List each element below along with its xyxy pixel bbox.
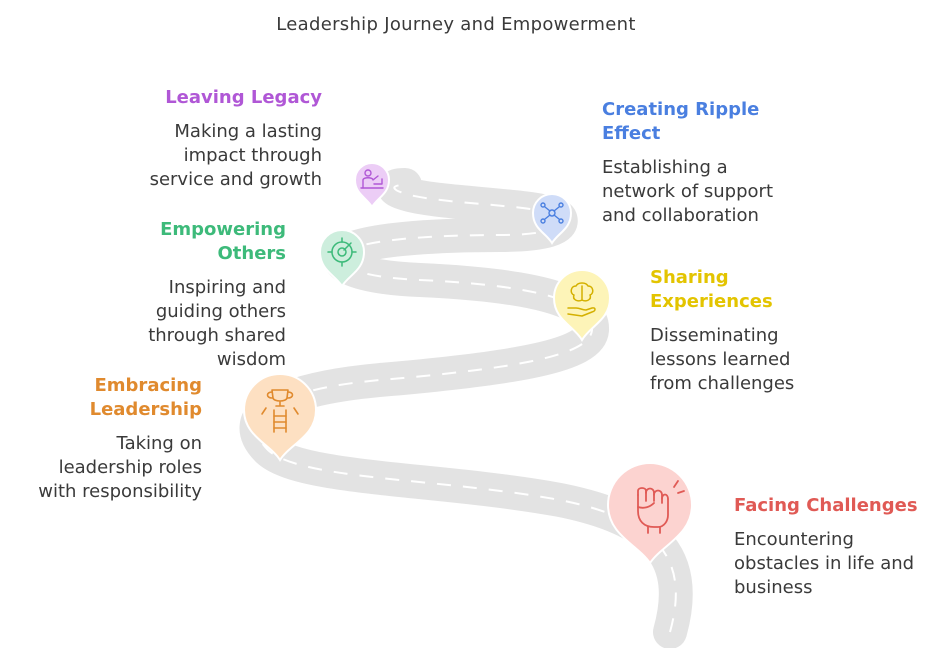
diagram-title: Leadership Journey and Empowerment — [276, 14, 636, 35]
stage-description: Establishing a network of support and co… — [602, 157, 773, 226]
brain-hand-icon — [567, 282, 596, 317]
stage-sharing-experiences: Sharing Experiences Disseminating lesson… — [650, 266, 820, 396]
stage-heading: Facing Challenges — [734, 495, 918, 516]
stage-description: Encountering obstacles in life and busin… — [734, 529, 915, 598]
stage-description: Making a lasting impact through service … — [149, 121, 322, 190]
marker-sharing-experiences — [552, 269, 612, 343]
road-center-line — [255, 184, 677, 633]
stage-heading: Sharing Experiences — [650, 267, 773, 312]
mentor-icon — [360, 169, 384, 189]
stage-description: Inspiring and guiding others through sha… — [148, 277, 286, 370]
network-icon — [540, 202, 564, 224]
stage-facing-challenges: Facing Challenges Encountering obstacles… — [734, 494, 924, 600]
stage-heading: Embracing Leadership — [89, 375, 202, 420]
marker-creating-ripple-effect — [531, 193, 573, 245]
stage-creating-ripple-effect: Creating Ripple Effect Establishing a ne… — [602, 98, 802, 228]
stage-heading: Empowering Others — [160, 219, 286, 264]
marker-embracing-leadership — [242, 373, 318, 462]
stage-empowering-others: Empowering Others Inspiring and guiding … — [126, 218, 286, 372]
stage-description: Taking on leadership roles with responsi… — [38, 433, 202, 502]
stage-description: Disseminating lessons learned from chall… — [650, 325, 795, 394]
marker-leaving-legacy — [353, 162, 391, 210]
marker-facing-challenges — [606, 462, 694, 565]
trophy-ladder-icon — [261, 389, 299, 433]
compass-target-icon — [327, 237, 357, 267]
stage-embracing-leadership: Embracing Leadership Taking on leadershi… — [20, 374, 202, 504]
stage-heading: Creating Ripple Effect — [602, 99, 760, 144]
raised-fist-icon — [637, 480, 685, 534]
marker-empowering-others — [318, 229, 366, 288]
stage-heading: Leaving Legacy — [165, 87, 322, 108]
stage-leaving-legacy: Leaving Legacy Making a lasting impact t… — [140, 86, 322, 192]
